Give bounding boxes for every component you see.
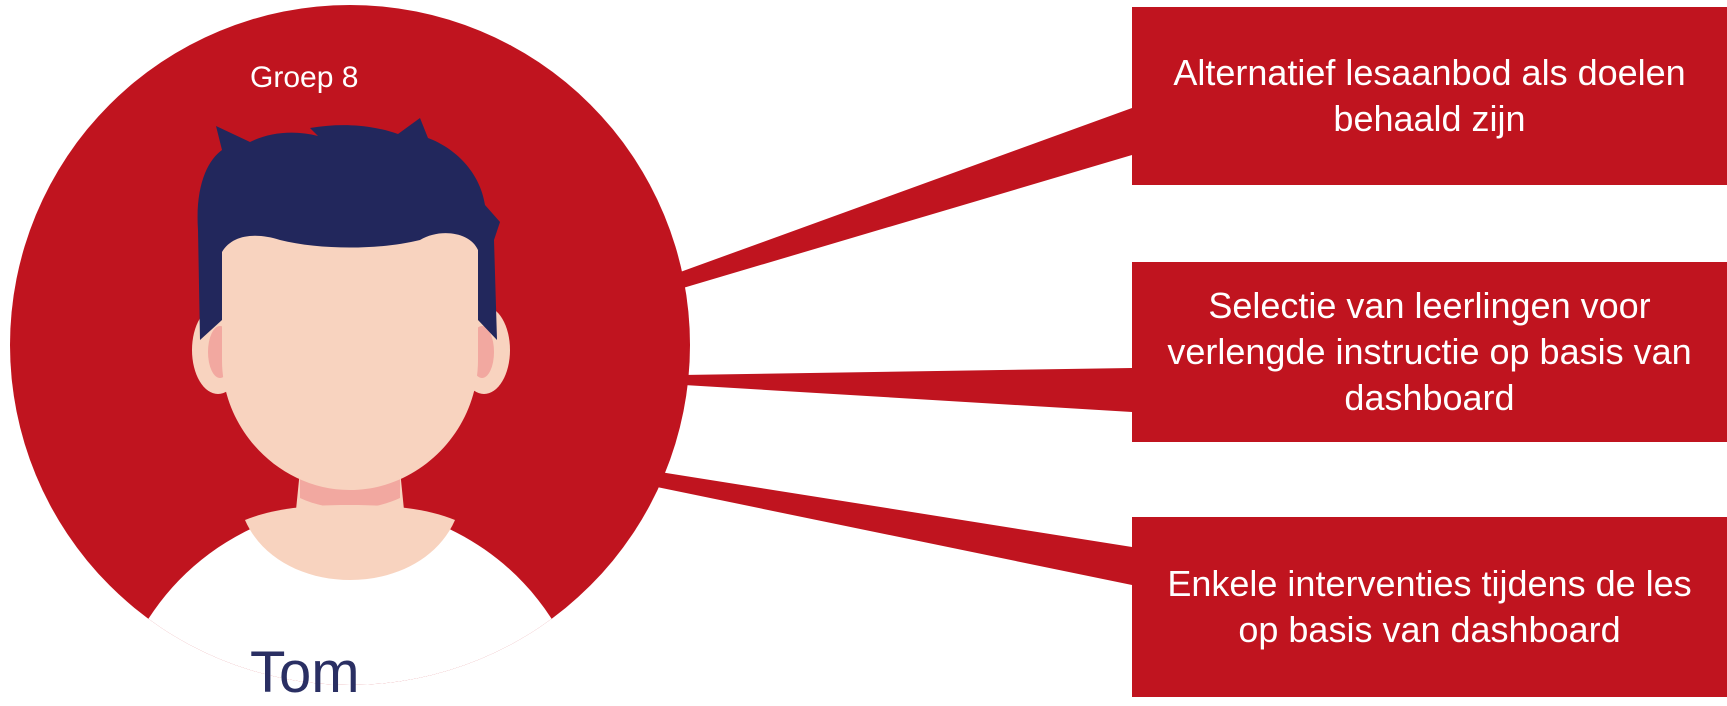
callout-box-2: Selectie van leerlingen voor verlengde i… xyxy=(1132,262,1727,442)
hair-shape xyxy=(197,118,500,340)
callout-text-1: Alternatief lesaanbod als doelen behaald… xyxy=(1173,52,1686,139)
callout-text-3: Enkele interventies tijdens de les op ba… xyxy=(1167,563,1692,650)
callout-text-2: Selectie van leerlingen voor verlengde i… xyxy=(1167,285,1692,418)
person-name: Tom xyxy=(250,640,360,705)
callout-box-1: Alternatief lesaanbod als doelen behaald… xyxy=(1132,7,1727,185)
connector-line-3 xyxy=(652,472,1132,585)
person-avatar-icon xyxy=(10,5,690,685)
face-shape xyxy=(222,212,478,490)
connector-line-1 xyxy=(672,108,1132,288)
group-label: Groep 8 xyxy=(250,61,359,94)
collar-skin xyxy=(245,505,455,580)
callout-box-3: Enkele interventies tijdens de les op ba… xyxy=(1132,517,1727,697)
connector-line-2 xyxy=(682,368,1132,412)
shirt-shape xyxy=(110,500,590,685)
